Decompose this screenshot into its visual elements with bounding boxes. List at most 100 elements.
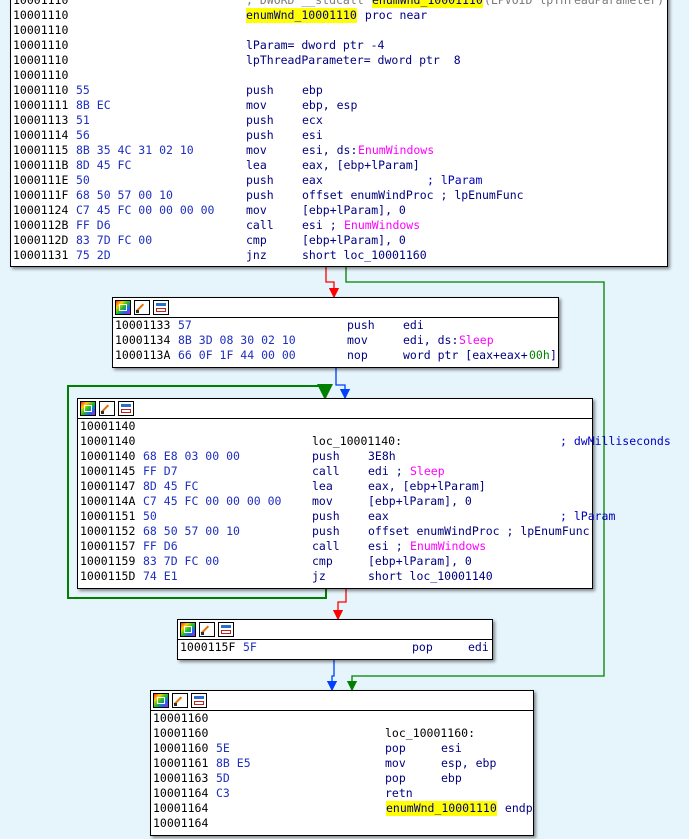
code-block-1[interactable]: 10001110; DWORD __stdcall enumWnd_100011… — [10, 0, 668, 267]
operands: esp, ebp — [441, 756, 497, 770]
operands: edi, ds: — [403, 333, 459, 347]
graph-view-icon[interactable] — [218, 622, 234, 637]
mnemonic: cmp — [246, 233, 267, 247]
code-line[interactable]: 10001164 — [153, 816, 533, 831]
imported-function[interactable]: EnumWindows — [344, 218, 421, 232]
opcode-bytes: 8B 3D 08 30 02 10 — [178, 333, 296, 347]
address: 1000112D — [13, 233, 69, 247]
operands: ebp — [302, 83, 323, 97]
address: 10001113 — [13, 113, 69, 127]
graph-view-icon[interactable] — [153, 300, 169, 315]
code-line[interactable]: 10001160 — [153, 711, 533, 726]
operands: [ebp+lParam], 0 — [368, 494, 472, 508]
opcode-bytes: 75 2D — [76, 248, 111, 262]
operands: ebp — [441, 771, 462, 785]
address: 10001110 — [13, 38, 69, 52]
mnemonic: push — [246, 113, 274, 127]
imported-function[interactable]: Sleep — [410, 464, 445, 478]
color-palette-icon[interactable] — [115, 300, 131, 315]
code-label[interactable]: loc_10001160: — [385, 726, 476, 740]
opcode-bytes: 56 — [76, 128, 90, 142]
opcode-bytes: 5E — [216, 741, 230, 755]
address: 10001110 — [13, 8, 69, 22]
opcode-bytes: 74 E1 — [143, 569, 178, 583]
code-line[interactable]: 10001160 loc_10001160: — [153, 726, 533, 741]
edge-loop — [67, 384, 333, 599]
color-palette-icon[interactable] — [153, 693, 169, 708]
address: 10001114 — [13, 128, 69, 142]
code-line[interactable]: 10001110; DWORD __stdcall enumWnd_100011… — [13, 0, 667, 8]
operands-tail: ] — [550, 348, 557, 362]
imported-function[interactable]: Sleep — [459, 333, 494, 347]
rename-pencil-icon[interactable] — [99, 401, 115, 416]
color-palette-icon[interactable] — [80, 401, 96, 416]
code-line[interactable]: 10001140 — [80, 419, 592, 434]
graph-view-icon[interactable] — [118, 401, 134, 416]
opcode-bytes: 83 7D FC 00 — [76, 233, 153, 247]
code-line[interactable]: 10001110 — [13, 68, 667, 83]
code-label[interactable]: loc_10001140: — [312, 434, 403, 448]
declaration-text: lpThreadParameter= dword ptr 8 — [246, 53, 461, 67]
color-palette-icon[interactable] — [180, 622, 196, 637]
address: 10001160 — [153, 726, 209, 740]
mnemonic: push — [246, 173, 274, 187]
mnemonic: push — [312, 524, 340, 538]
operands: eax, [ebp+lParam] — [302, 158, 420, 172]
edge-uncond-1 — [335, 367, 351, 400]
rename-pencil-icon[interactable] — [172, 693, 188, 708]
operands: edi ; — [368, 464, 410, 478]
operands: [ebp+lParam], 0 — [368, 554, 472, 568]
address: 10001159 — [80, 554, 136, 568]
node-toolbar — [78, 399, 592, 419]
mnemonic: retn — [385, 786, 413, 800]
imported-function[interactable]: EnumWindows — [410, 539, 487, 553]
rename-pencil-icon[interactable] — [199, 622, 215, 637]
graph-view-icon[interactable] — [191, 693, 207, 708]
operands: esi ; — [302, 218, 344, 232]
imported-function[interactable]: EnumWindows — [358, 143, 435, 157]
opcode-bytes: 8D 45 FC — [143, 479, 199, 493]
rename-pencil-icon[interactable] — [134, 300, 150, 315]
code-line[interactable]: 10001110 — [13, 23, 667, 38]
operands: ebp, esp — [302, 98, 358, 112]
address: 1000115D — [80, 569, 136, 583]
